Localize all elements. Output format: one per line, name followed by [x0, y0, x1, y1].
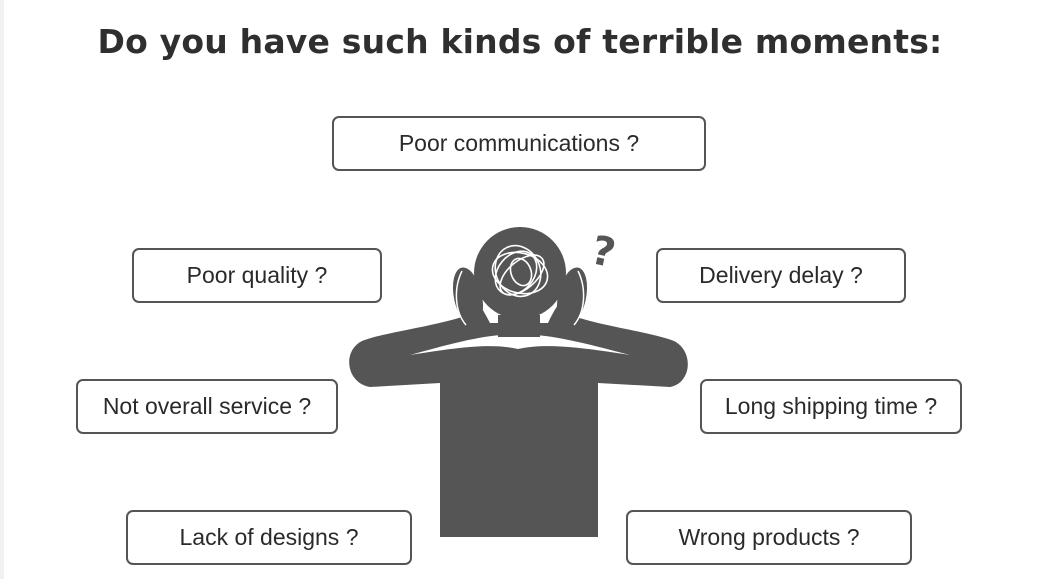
- figure-body: [349, 293, 688, 537]
- problem-tag-poor-quality: Poor quality ?: [132, 248, 382, 303]
- problem-tag-not-overall-service: Not overall service ?: [76, 379, 338, 434]
- problem-tag-long-shipping-time: Long shipping time ?: [700, 379, 962, 434]
- problem-tag-wrong-products: Wrong products ?: [626, 510, 912, 565]
- problem-tag-poor-communications: Poor communications ?: [332, 116, 706, 171]
- problem-tag-delivery-delay: Delivery delay ?: [656, 248, 906, 303]
- tangled-thoughts-icon: [491, 244, 549, 298]
- figure-neck: [498, 315, 540, 337]
- figure-collar: [410, 334, 630, 355]
- right-hand-outline: [573, 270, 585, 326]
- problem-tag-lack-of-designs: Lack of designs ?: [126, 510, 412, 565]
- left-hand-outline: [455, 270, 467, 326]
- page-title: Do you have such kinds of terrible momen…: [97, 22, 943, 61]
- right-hand: [556, 267, 588, 327]
- stressed-person-illustration: ?: [349, 227, 688, 537]
- figure-head: [474, 227, 566, 319]
- question-mark-icon: ?: [587, 227, 619, 277]
- left-edge-divider: [0, 0, 4, 579]
- left-hand: [452, 267, 484, 327]
